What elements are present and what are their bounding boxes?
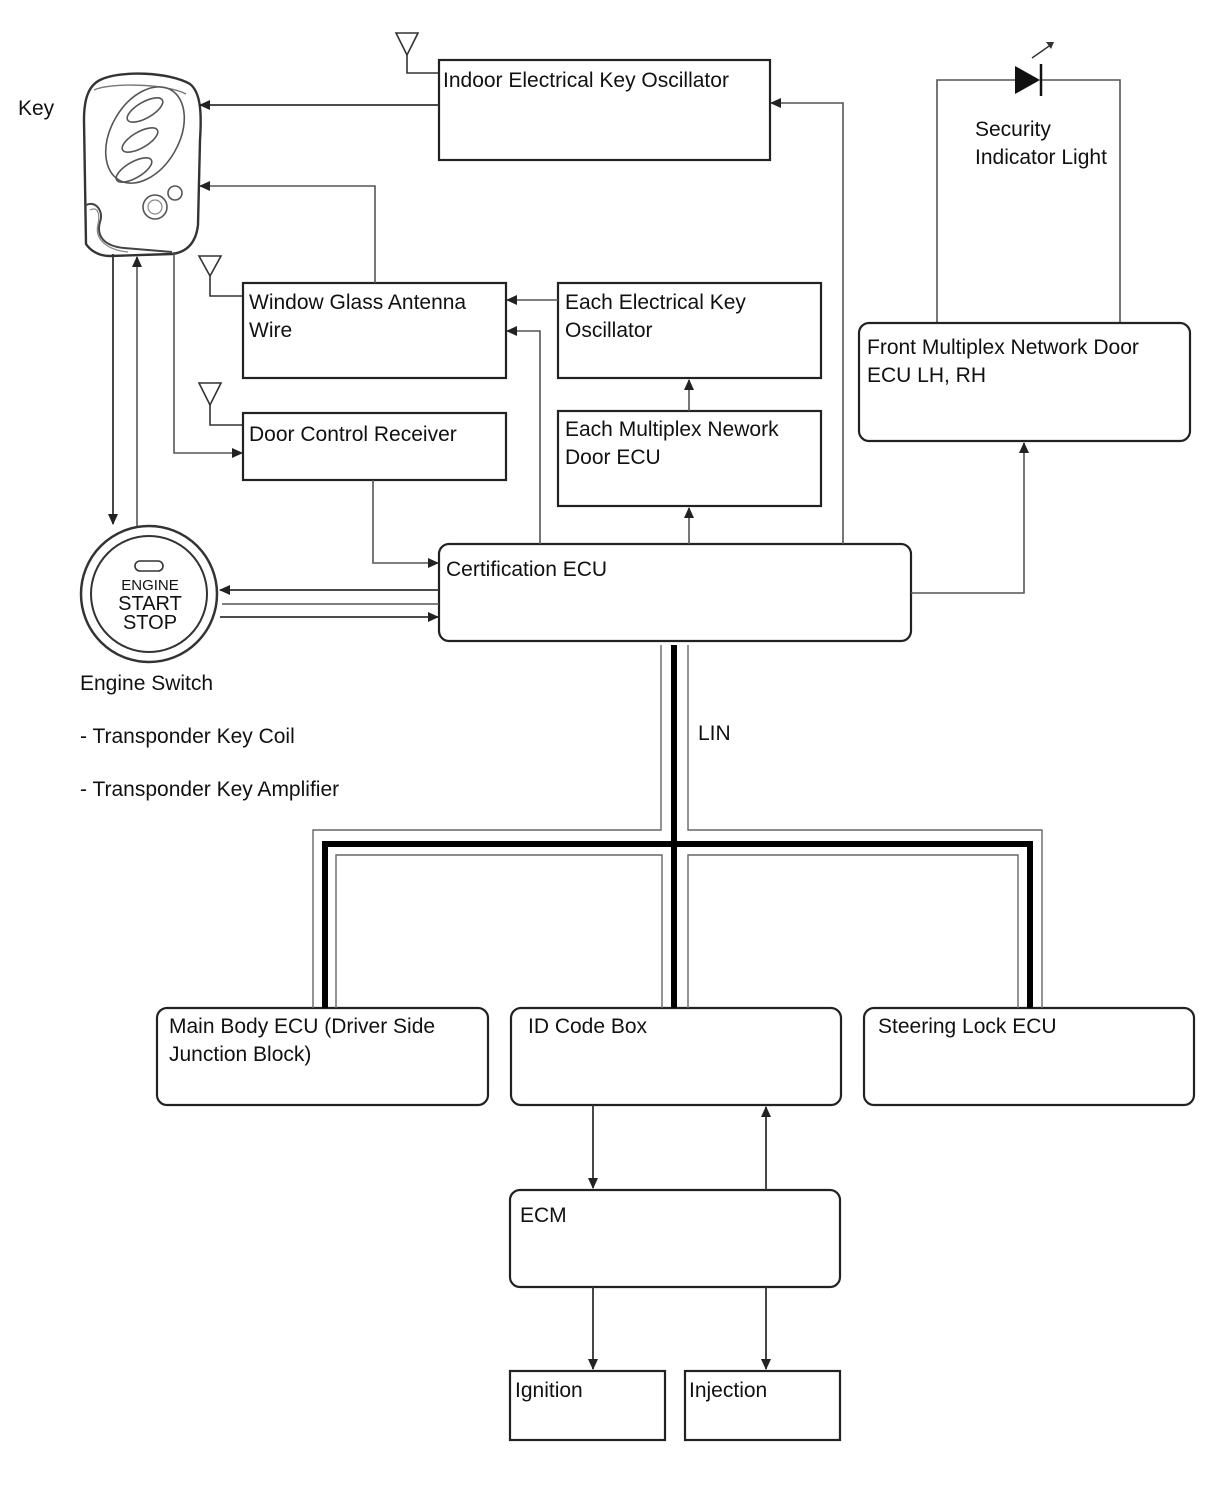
transponder-amplifier-label: - Transponder Key Amplifier (80, 778, 339, 801)
wire-certification-to-indoor-oscillator (770, 98, 844, 544)
front-multiplex-door-ecu-label-1: Front Multiplex Network Door (867, 336, 1139, 359)
engine-switch-face-stop: STOP (123, 612, 177, 634)
indoor-oscillator-label: Indoor Electrical Key Oscillator (443, 69, 729, 92)
ignition-box: Ignition (508, 1369, 667, 1442)
certification-ecu-label: Certification ECU (446, 558, 607, 581)
main-body-ecu-label-1: Main Body ECU (Driver Side (169, 1015, 435, 1038)
each-key-oscillator-box: Each Electrical Key Oscillator (556, 281, 823, 380)
front-multiplex-door-ecu-label-2: ECU LH, RH (867, 364, 986, 387)
key-label: Key (18, 97, 55, 120)
ecm-box: ECM (508, 1188, 842, 1289)
injection-box: Injection (683, 1369, 842, 1442)
transponder-coil-label: - Transponder Key Coil (80, 725, 295, 748)
id-code-box-label: ID Code Box (528, 1015, 648, 1038)
engine-switch-face-start: START (118, 593, 182, 615)
key-fob-icon (82, 72, 202, 258)
security-indicator-label-line2: Indicator Light (975, 146, 1107, 169)
antenna-icon (197, 382, 243, 426)
wire-door-receiver-to-certification (372, 480, 439, 568)
window-glass-antenna-box: Window Glass Antenna Wire (241, 281, 508, 380)
each-multiplex-door-ecu-label-2: Door ECU (565, 446, 661, 469)
each-key-oscillator-label-1: Each Electrical Key (565, 291, 746, 314)
window-glass-antenna-label-1: Window Glass Antenna (249, 291, 466, 314)
door-control-receiver-box: Door Control Receiver (241, 411, 508, 482)
wire-key-to-door-receiver (173, 252, 243, 458)
main-body-ecu-label-2: Junction Block) (169, 1043, 311, 1066)
each-key-oscillator-label-2: Oscillator (565, 319, 653, 342)
engine-switch-label: Engine Switch (80, 672, 213, 695)
steering-lock-ecu-label: Steering Lock ECU (878, 1015, 1057, 1038)
steering-lock-ecu-box: Steering Lock ECU (862, 1006, 1196, 1107)
each-multiplex-door-ecu-label-1: Each Multiplex Nework (565, 418, 779, 441)
led-icon (936, 42, 1121, 323)
certification-ecu-box: Certification ECU (437, 542, 913, 643)
door-control-receiver-label: Door Control Receiver (249, 423, 457, 446)
antenna-icon (394, 32, 440, 74)
security-indicator-label-line1: Security (975, 118, 1051, 141)
main-body-ecu-box: Main Body ECU (Driver Side Junction Bloc… (155, 1006, 490, 1107)
ecm-label: ECM (520, 1204, 567, 1227)
engine-switch-face-engine: ENGINE (121, 577, 179, 594)
lin-bus (312, 645, 1043, 1008)
front-multiplex-door-ecu-box: Front Multiplex Network Door ECU LH, RH (857, 321, 1192, 443)
wire-window-antenna-to-key (199, 181, 376, 283)
wire-certification-to-front-multiplex (911, 442, 1029, 594)
id-code-box-box: ID Code Box (509, 1006, 843, 1107)
each-multiplex-door-ecu-box: Each Multiplex Nework Door ECU (556, 409, 823, 508)
injection-label: Injection (689, 1379, 767, 1402)
lin-label: LIN (698, 722, 731, 745)
ignition-label: Ignition (515, 1379, 583, 1402)
indoor-oscillator-box: Indoor Electrical Key Oscillator (437, 58, 772, 162)
antenna-icon (197, 255, 243, 297)
wire-certification-to-window-antenna (506, 326, 541, 544)
engine-switch-icon (79, 524, 219, 664)
window-glass-antenna-label-2: Wire (249, 319, 292, 342)
